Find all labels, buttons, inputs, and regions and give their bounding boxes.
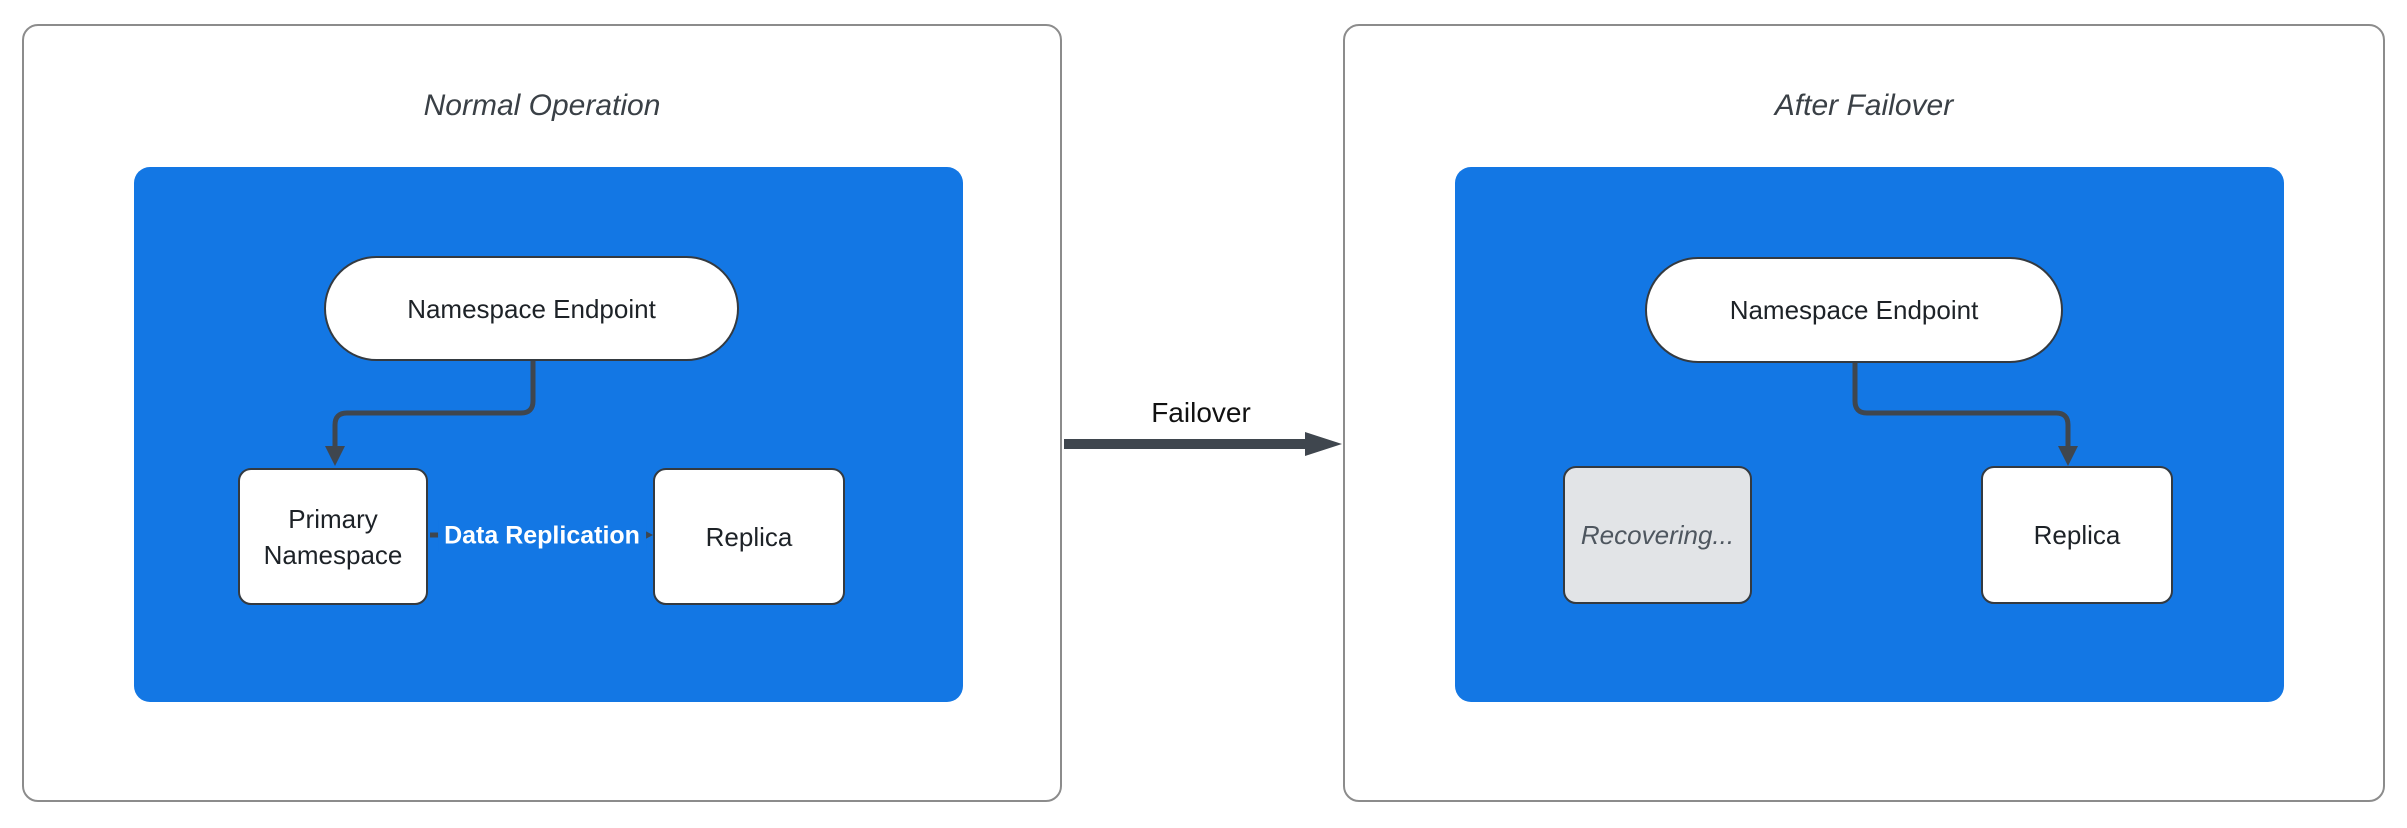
node-label: Primary Namespace xyxy=(263,503,403,570)
node-primary-namespace: Primary Namespace xyxy=(238,468,428,605)
edge-label-data-replication: Data Replication xyxy=(438,519,646,553)
failover-arrow xyxy=(1064,432,1342,456)
node-replica-left: Replica xyxy=(653,468,845,605)
node-replica-right: Replica xyxy=(1981,466,2173,604)
panel-title-after-failover: After Failover xyxy=(1774,89,1954,122)
node-recovering: Recovering... xyxy=(1563,466,1752,604)
node-label: Namespace Endpoint xyxy=(407,293,656,324)
failover-label: Failover xyxy=(1151,397,1251,428)
node-namespace-endpoint-right: Namespace Endpoint xyxy=(1645,257,2063,363)
node-namespace-endpoint-left: Namespace Endpoint xyxy=(324,256,739,361)
node-label: Replica xyxy=(2033,520,2121,550)
panel-normal-operation: Normal Operation xyxy=(22,24,1062,802)
node-label: Replica xyxy=(705,521,793,552)
panel-after-failover: After Failover xyxy=(1343,24,2385,802)
arrowhead-right-icon xyxy=(1305,432,1342,456)
panel-title-normal-operation: Normal Operation xyxy=(423,89,661,122)
namespace-container-right xyxy=(1455,167,2284,702)
node-label: Namespace Endpoint xyxy=(1729,295,1979,325)
namespace-container-left xyxy=(134,167,963,702)
node-label: Recovering... xyxy=(1580,520,1735,550)
